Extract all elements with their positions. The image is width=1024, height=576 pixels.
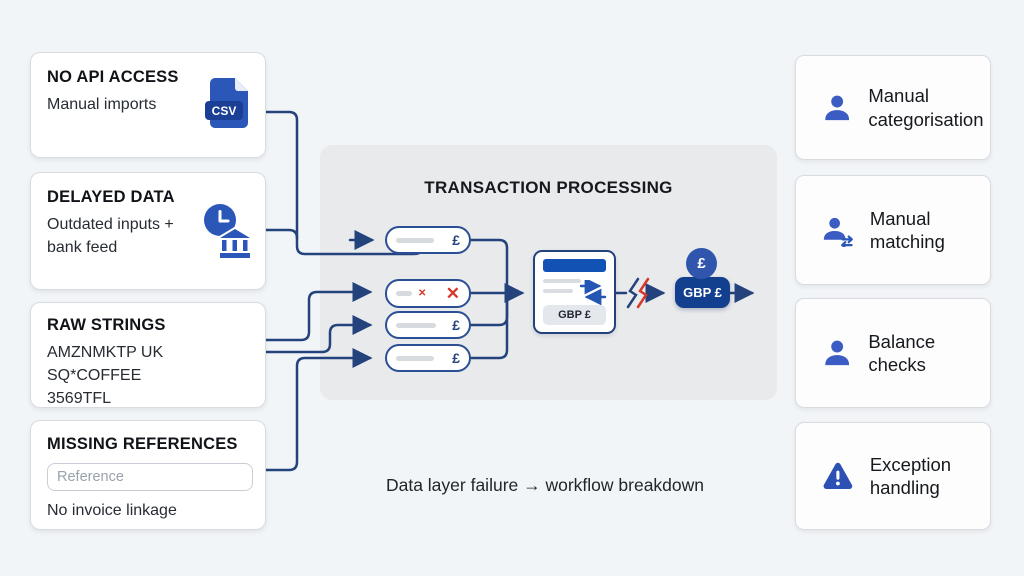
error-x-small-icon: ✕ [418, 288, 427, 299]
pound-coin-icon: £ [686, 248, 717, 279]
card-label: Manual categorisation [868, 85, 984, 130]
card-title: NO API ACCESS [47, 68, 179, 86]
pound-symbol: £ [452, 232, 460, 248]
card-delayed-data: DELAYED DATA Outdated inputs + bank feed [30, 172, 266, 290]
document-line [543, 279, 581, 283]
card-manual-matching: Manual matching [795, 175, 991, 285]
card-raw-strings: RAW STRINGS AMZNMKTP UK SQ*COFFEE 3569TF… [30, 302, 266, 408]
doc-currency-badge: GBP £ [543, 305, 606, 325]
card-no-api-access: NO API ACCESS Manual imports CSV [30, 52, 266, 158]
card-text: AMZNMKTP UK [47, 344, 164, 361]
card-text: Outdated inputs + [47, 216, 174, 233]
swap-arrows-icon [579, 280, 607, 306]
svg-text:CSV: CSV [212, 104, 237, 118]
card-title: MISSING REFERENCES [47, 435, 238, 453]
card-label: Balance checks [868, 330, 936, 375]
card-text: 3569TFL [47, 390, 112, 407]
card-title: DELAYED DATA [47, 188, 175, 206]
document-line [543, 289, 573, 293]
person-icon [825, 95, 850, 120]
card-text: bank feed [47, 239, 118, 256]
ledger-document: GBP £ [533, 250, 616, 334]
card-exception-handling: Exception handling [795, 422, 991, 530]
warning-triangle-icon [823, 462, 853, 489]
person-icon [825, 340, 850, 366]
placeholder-bar [396, 322, 436, 328]
transaction-pill-4: £ [385, 344, 471, 372]
card-text: Manual imports [47, 96, 157, 113]
document-header-bar [543, 259, 606, 272]
placeholder-bar [396, 291, 412, 296]
card-manual-categorisation: Manual categorisation [795, 55, 991, 160]
output-currency-badge: GBP £ [675, 277, 730, 308]
card-title: RAW STRINGS [47, 316, 166, 334]
clock-bank-icon [201, 203, 253, 266]
wire-card2-join-trunk [264, 228, 299, 240]
caption-text: Data layer failure → workflow breakdown [385, 475, 705, 495]
placeholder-bar [396, 355, 434, 361]
transaction-pill-3: £ [385, 311, 471, 339]
csv-file-icon: CSV [205, 75, 251, 136]
pound-symbol: £ [452, 317, 460, 333]
transaction-pill-failed: ✕ ✕ [385, 279, 471, 308]
transaction-pill-1: £ [385, 226, 471, 254]
panel-title: TRANSACTION PROCESSING [424, 178, 673, 197]
card-label: Exception handling [869, 453, 952, 498]
card-label: Manual matching [869, 207, 945, 252]
reference-input[interactable] [47, 463, 253, 491]
card-missing-references: MISSING REFERENCES No invoice linkage [30, 420, 266, 530]
placeholder-bar [396, 237, 434, 243]
card-text: No invoice linkage [47, 502, 177, 519]
card-balance-checks: Balance checks [795, 298, 991, 408]
person-swap-icon [823, 217, 853, 247]
pound-symbol: £ [452, 350, 460, 366]
error-x-large-icon: ✕ [445, 284, 460, 303]
card-text: SQ*COFFEE [47, 367, 142, 384]
